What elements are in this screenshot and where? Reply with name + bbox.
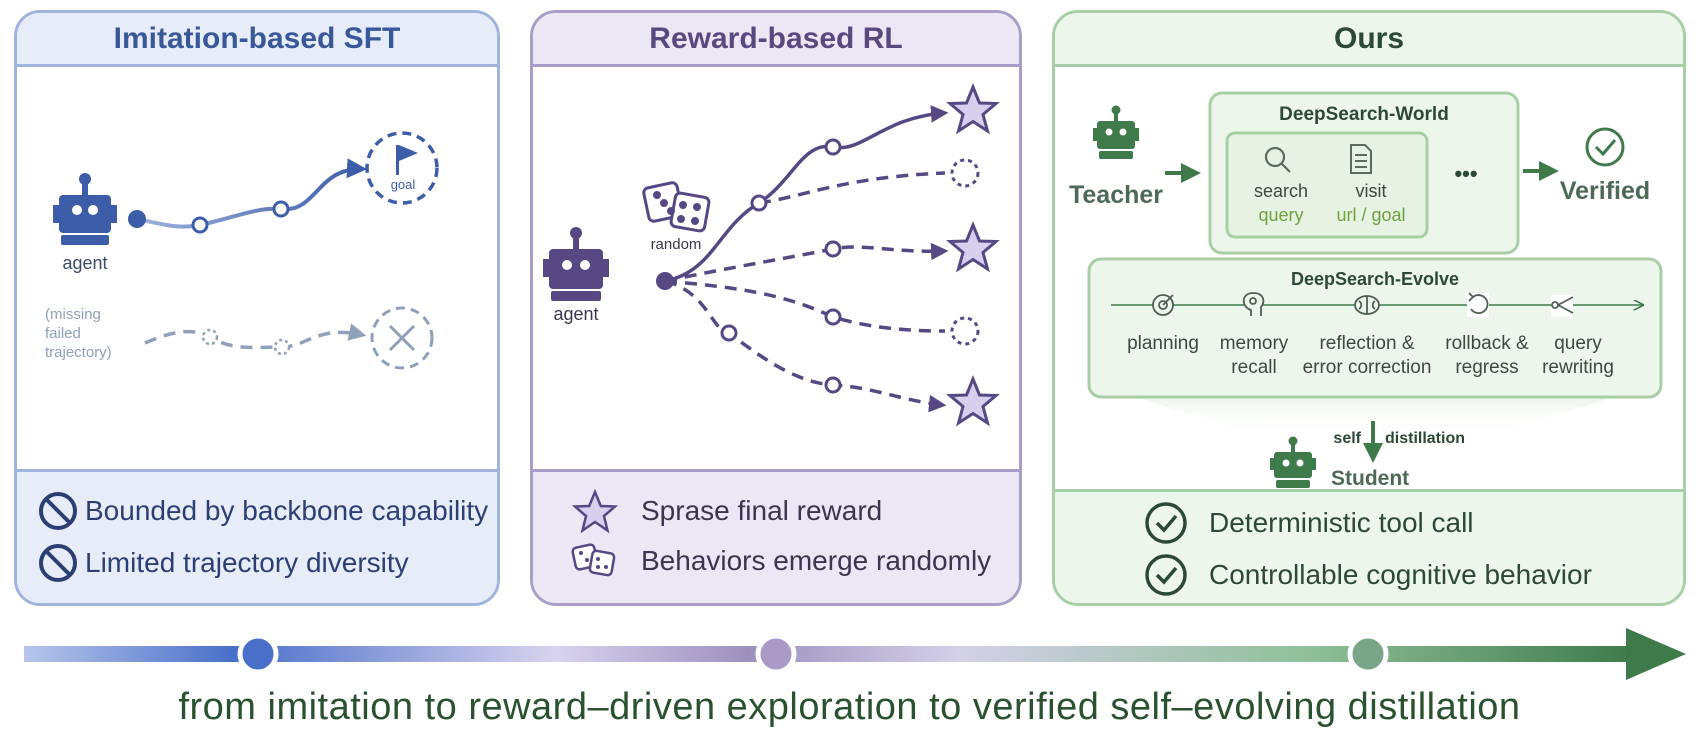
evolve-step-label: reflection &error correction (1303, 333, 1432, 378)
tool-name: visit (1356, 181, 1387, 201)
benefit-text: Controllable cognitive behavior (1209, 559, 1592, 590)
brain-icon (1354, 295, 1380, 315)
ours-diagram: Teacher DeepSearch-World search query vi… (1069, 91, 1663, 490)
goal-circle (365, 131, 439, 205)
distillation-funnel (1105, 387, 1645, 435)
progression-arrow (24, 628, 1686, 680)
waypoint (272, 200, 290, 218)
star-icon (946, 221, 1000, 273)
limitation-row: Bounded by backbone capability (37, 490, 488, 532)
teacher-label: Teacher (1069, 181, 1163, 209)
random-label: random (651, 236, 702, 253)
stage-marker-rl (755, 633, 797, 675)
teacher-robot-icon (1093, 105, 1139, 159)
tool-arg: query (1258, 205, 1303, 225)
rl-panel-title: Reward-based RL (533, 13, 1019, 67)
stage-marker-sft (237, 633, 279, 675)
star-icon (946, 83, 1000, 135)
sft-panel: Imitation-based SFT agent g (14, 10, 500, 606)
deepsearch-evolve-box (1087, 257, 1663, 399)
check-circle-icon (1585, 127, 1625, 167)
student-label: Student (1331, 467, 1409, 490)
check-circle-icon (1145, 502, 1187, 544)
distillation-label: distillation (1385, 430, 1465, 447)
cross-icon (388, 324, 416, 352)
magnifier-icon (1264, 146, 1291, 173)
dice-icon (642, 181, 711, 233)
start-dot (656, 272, 674, 290)
ours-panel: Ours Teacher DeepSearch-World search que… (1052, 10, 1686, 606)
document-icon (1350, 144, 1372, 174)
evolve-step-label: planning (1127, 333, 1199, 354)
characteristic-row: Sprase final reward (571, 488, 882, 534)
evolve-step-label: rollback &regress (1445, 333, 1529, 378)
target-icon (1152, 294, 1174, 316)
star-icon (571, 488, 619, 534)
sft-panel-title: Imitation-based SFT (17, 13, 497, 67)
characteristic-text: Behaviors emerge randomly (641, 545, 992, 576)
limitation-row: Limited trajectory diversity (37, 542, 409, 584)
empty-outcome (950, 158, 980, 188)
verified-label: Verified (1560, 177, 1650, 205)
branch-icon (1551, 295, 1574, 317)
progression-caption: from imitation to reward–driven explorat… (178, 686, 1521, 728)
self-label: self (1333, 430, 1361, 447)
robot-icon (543, 227, 609, 301)
rl-panel: Reward-based RL agent random (530, 10, 1022, 606)
waypoint (191, 216, 209, 234)
flag-icon (396, 145, 418, 175)
star-icon (946, 375, 1000, 427)
goal-label: goal (391, 177, 416, 192)
benefit-text: Deterministic tool call (1209, 507, 1474, 538)
rl-characteristics: Sprase final reward Behaviors emerge ran… (533, 469, 1019, 603)
deepsearch-evolve-title: DeepSearch-Evolve (1291, 269, 1459, 289)
ours-panel-title: Ours (1055, 13, 1683, 67)
sft-limitations: Bounded by backbone capability Limited t… (17, 469, 497, 603)
characteristic-text: Sprase final reward (641, 495, 883, 526)
empty-outcome (950, 316, 980, 346)
stage-marker-ours (1347, 633, 1389, 675)
dice-icon (571, 543, 616, 577)
tool-arg: url / goal (1336, 205, 1405, 225)
benefit-row: Controllable cognitive behavior (1143, 552, 1592, 598)
student-robot-icon (1270, 436, 1316, 488)
rl-agent-label: agent (553, 304, 598, 324)
characteristic-row: Behaviors emerge randomly (571, 538, 991, 584)
prohibited-icon (39, 544, 77, 582)
rl-diagram: agent random (543, 83, 1000, 427)
ours-benefits: Deterministic tool call Controllable cog… (1055, 489, 1683, 603)
deepsearch-world-title: DeepSearch-World (1279, 104, 1449, 125)
head-icon (1242, 292, 1265, 316)
benefit-row: Deterministic tool call (1143, 500, 1474, 546)
tools-box (1225, 131, 1429, 239)
robot-icon (53, 173, 117, 245)
limitation-text: Limited trajectory diversity (85, 547, 409, 578)
limitation-text: Bounded by backbone capability (85, 495, 489, 526)
more-tools-ellipsis: ••• (1454, 161, 1477, 186)
check-circle-icon (1145, 554, 1187, 596)
sft-agent-label: agent (62, 253, 107, 273)
tool-name: search (1254, 181, 1308, 201)
start-dot (128, 210, 146, 228)
undo-icon (1467, 292, 1489, 317)
prohibited-icon (39, 492, 77, 530)
